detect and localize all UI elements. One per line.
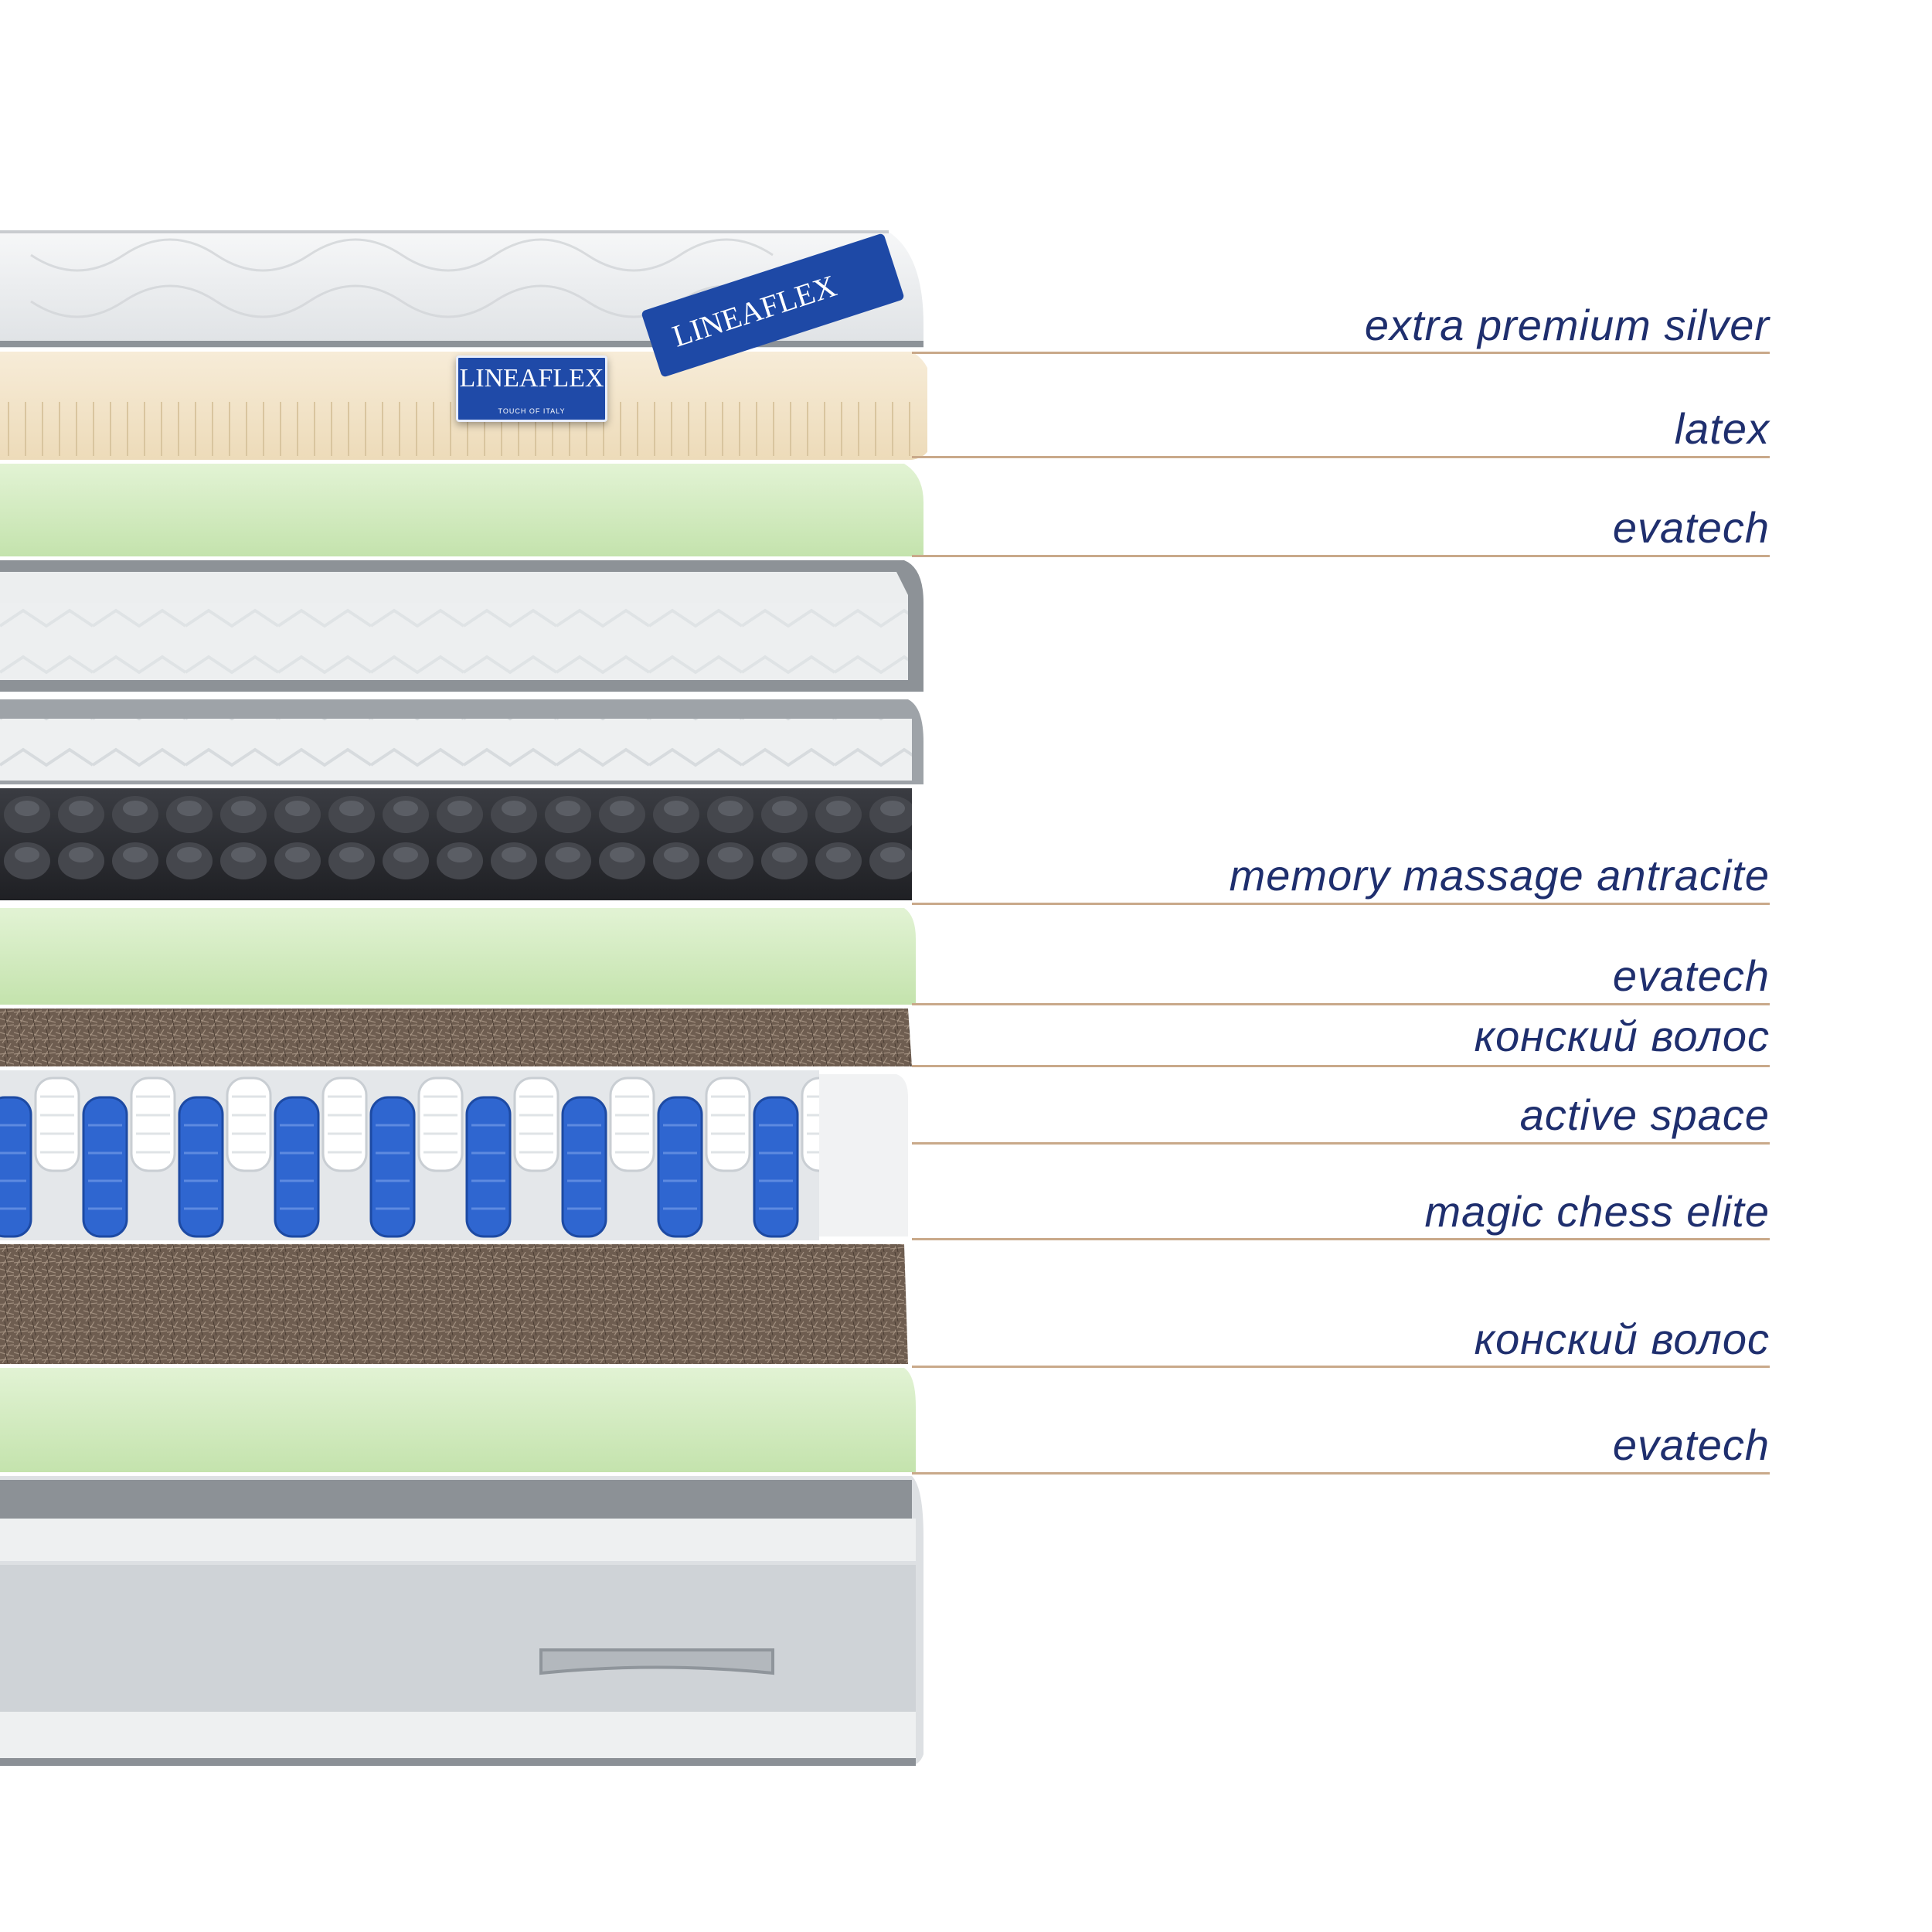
layer-evatech-3 [0, 1368, 916, 1472]
label-evatech-1: evatech [1612, 503, 1770, 552]
label-horsehair-1: конский волос [1474, 1012, 1770, 1060]
spring-pocket-white [34, 1077, 80, 1172]
brand-tagline: TOUCH OF ITALY [498, 407, 566, 415]
callout-line-evatech-1 [912, 555, 1770, 557]
layer-cover-panel-upper [0, 560, 923, 692]
callout-line-extra-premium-silver [912, 352, 1770, 354]
spring-pocket-blue [82, 1096, 128, 1238]
callout-line-latex [912, 456, 1770, 458]
spring-pocket-white [226, 1077, 272, 1172]
label-active-space: active space [1519, 1090, 1770, 1139]
mattress-illustration [0, 230, 927, 1766]
spring-pocket-blue [561, 1096, 607, 1238]
layer-active-space [819, 1074, 908, 1236]
callout-line-memory-massage-antracite [912, 903, 1770, 905]
layer-horsehair-2 [0, 1244, 908, 1364]
callout-line-active-space [912, 1142, 1770, 1145]
handle-icon [539, 1648, 774, 1675]
spring-pocket-white [513, 1077, 560, 1172]
label-magic-chess-elite: magic chess elite [1424, 1187, 1770, 1236]
spring-pocket-blue [465, 1096, 512, 1238]
layer-evatech-1 [0, 464, 923, 556]
spring-pocket-blue [753, 1096, 799, 1238]
spring-pocket-blue [657, 1096, 703, 1238]
layer-magic-chess-elite [0, 1070, 847, 1240]
layer-evatech-2 [0, 908, 916, 1005]
callout-line-horsehair-2 [912, 1366, 1770, 1368]
brand-badge: LINEAFLEX TOUCH OF ITALY [456, 355, 607, 422]
label-memory-massage-antracite: memory massage antracite [1229, 851, 1770, 900]
layer-bottom-cover [0, 1476, 923, 1766]
callout-line-evatech-3 [912, 1472, 1770, 1475]
spring-pocket-blue [0, 1096, 32, 1238]
spring-pocket-white [130, 1077, 176, 1172]
label-extra-premium-silver: extra premium silver [1364, 301, 1770, 349]
callout-line-evatech-2 [912, 1003, 1770, 1005]
spring-pocket-blue [369, 1096, 416, 1238]
spring-pocket-blue [178, 1096, 224, 1238]
spring-pocket-blue [274, 1096, 320, 1238]
callout-line-magic-chess-elite [912, 1238, 1770, 1240]
spring-pocket-white [609, 1077, 655, 1172]
callout-line-horsehair-1 [912, 1065, 1770, 1067]
layer-memory-massage-antracite [0, 788, 912, 900]
spring-pocket-white [321, 1077, 368, 1172]
layer-cover-panel-lower [0, 699, 923, 784]
label-horsehair-2: конский волос [1474, 1315, 1770, 1363]
label-evatech-2: evatech [1612, 951, 1770, 1000]
label-evatech-3: evatech [1612, 1420, 1770, 1469]
spring-pocket-white [417, 1077, 464, 1172]
label-latex: latex [1674, 404, 1770, 453]
brand-logo-text: LINEAFLEX [459, 364, 604, 393]
layer-horsehair-1 [0, 1009, 912, 1066]
spring-pocket-white [705, 1077, 751, 1172]
